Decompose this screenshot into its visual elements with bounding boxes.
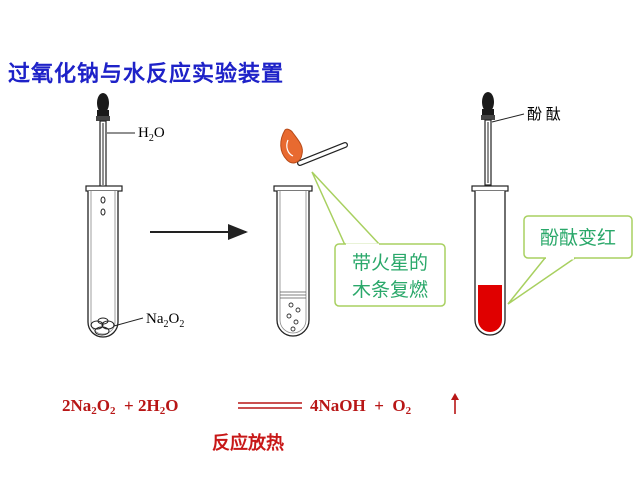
- sodium-peroxide-solid: [90, 317, 115, 336]
- callout-splint: 带火星的 木条复燃: [311, 171, 446, 307]
- flame-icon: [280, 128, 303, 164]
- equation-products: 4NaOH + O2: [310, 396, 412, 417]
- equals-sign: [238, 402, 302, 409]
- gas-arrow-icon: [451, 393, 459, 414]
- gas-bubbles: [286, 302, 301, 332]
- phenolphthalein-label: 酚 酞: [527, 106, 561, 123]
- sodium-peroxide-label: Na2O2: [146, 311, 184, 330]
- liquid-surface-lines: [280, 291, 306, 299]
- dropper-1: [96, 93, 110, 188]
- exothermic-note: 反应放热: [212, 433, 284, 454]
- water-label: H2O: [138, 125, 165, 144]
- glowing-splint: [280, 128, 348, 166]
- test-tube-2: [273, 185, 313, 337]
- water-drop: [100, 196, 106, 204]
- callout-red-text: 酚酞变红: [540, 227, 616, 249]
- red-solution: [478, 285, 502, 332]
- dropper-2: [481, 92, 495, 186]
- phenolphthalein-leader-line: [491, 113, 525, 123]
- callout-splint-line2: 木条复燃: [352, 279, 428, 301]
- na2o2-leader-line: [113, 317, 144, 327]
- page-title: 过氧化钠与水反应实验装置: [8, 62, 285, 87]
- callout-splint-line1: 带火星的: [352, 252, 428, 274]
- test-tube-1: [85, 185, 123, 338]
- callout-red: 酚酞变红: [507, 215, 633, 305]
- test-tube-3: [471, 185, 509, 336]
- water-drop: [100, 208, 106, 216]
- equation-reactants: 2Na2O2 + 2H2O: [62, 396, 178, 417]
